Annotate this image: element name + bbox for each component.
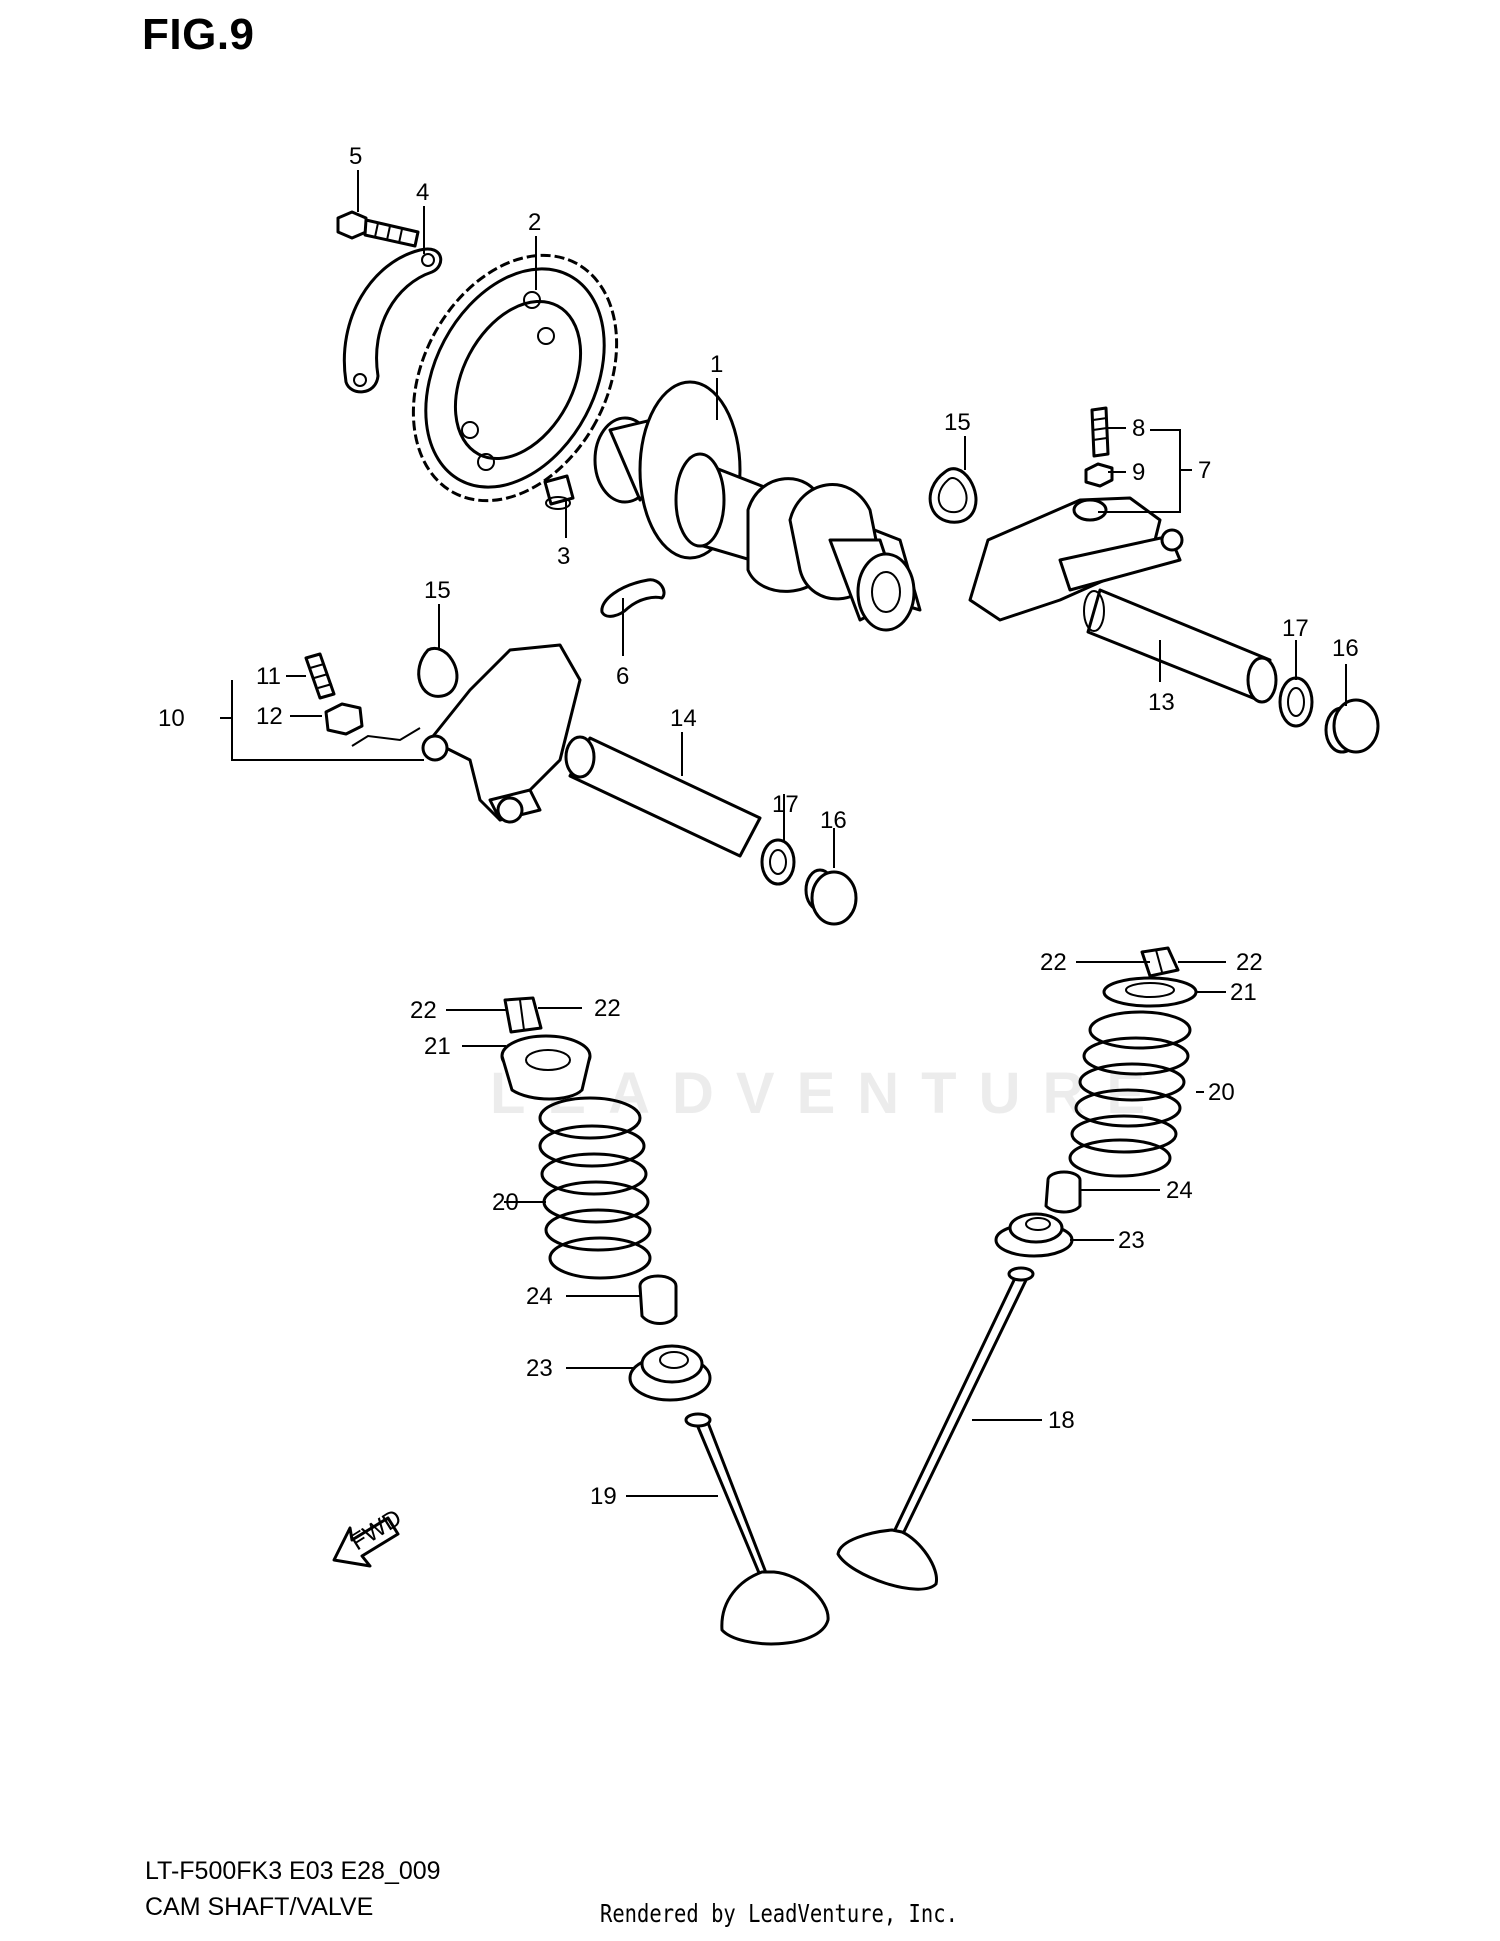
callout-20-left: 20: [492, 1189, 519, 1216]
part-3-pin[interactable]: [543, 474, 575, 510]
part-24-seal-left[interactable]: [638, 1274, 678, 1325]
footer-credit: Rendered by LeadVenture, Inc.: [600, 1899, 958, 1928]
callout-13: 13: [1148, 689, 1175, 716]
part-11-adjust-screw[interactable]: [304, 652, 336, 700]
part-21-retainer-right[interactable]: [1102, 976, 1198, 1008]
callout-numbers: 5 4 2 3 1 6 15 8 9 7 13 17 16 15 11 12 1…: [158, 143, 1359, 1510]
part-24-seal-right[interactable]: [1044, 1170, 1082, 1214]
callout-23-left: 23: [526, 1355, 553, 1382]
fwd-arrow-icon: [332, 1516, 400, 1568]
callout-22-c: 22: [1040, 949, 1067, 976]
figure-title: FIG.9: [142, 10, 255, 59]
part-22-cotter-right[interactable]: [1140, 946, 1180, 978]
part-15-oring-left[interactable]: [417, 646, 459, 698]
leader-lines: [220, 170, 1347, 1497]
callout-17-right: 17: [1282, 615, 1309, 642]
callout-22-a: 22: [410, 997, 437, 1024]
callout-22-b: 22: [594, 995, 621, 1022]
callout-10: 10: [158, 705, 185, 732]
part-17-seal-right[interactable]: [1278, 676, 1314, 728]
callout-24-right: 24: [1166, 1177, 1193, 1204]
callout-7: 7: [1198, 457, 1211, 484]
part-2-sprocket[interactable]: [373, 220, 658, 536]
part-1-camshaft[interactable]: [593, 380, 922, 632]
callout-12: 12: [256, 703, 283, 730]
callout-8: 8: [1132, 415, 1145, 442]
callout-15-left: 15: [424, 577, 451, 604]
callout-24-left: 24: [526, 1283, 553, 1310]
callout-21-left: 21: [424, 1033, 451, 1060]
callout-9: 9: [1132, 459, 1145, 486]
callout-16-left: 16: [820, 807, 847, 834]
callout-3: 3: [557, 543, 570, 570]
part-10-rocker-arm-left[interactable]: [421, 643, 582, 824]
callout-19: 19: [590, 1483, 617, 1510]
part-5-bolt[interactable]: [336, 210, 420, 248]
part-18-valve[interactable]: [836, 1266, 1035, 1591]
callout-5: 5: [349, 143, 362, 170]
callout-14: 14: [670, 705, 697, 732]
callout-11: 11: [256, 663, 281, 690]
part-8-adjust-screw[interactable]: [1090, 406, 1110, 458]
callout-17-left: 17: [772, 791, 799, 818]
footer-section-name: CAM SHAFT/VALVE: [145, 1893, 374, 1921]
part-13-rocker-shaft-right[interactable]: [1083, 588, 1278, 704]
callout-20-right: 20: [1208, 1079, 1235, 1106]
callout-1: 1: [710, 351, 723, 378]
callout-22-d: 22: [1236, 949, 1263, 976]
part-20-spring-left[interactable]: [538, 1096, 652, 1280]
part-22-cotter-left[interactable]: [503, 996, 543, 1034]
part-15-oring-right[interactable]: [928, 467, 978, 524]
part-23-seat-right[interactable]: [994, 1212, 1074, 1258]
part-4-plate[interactable]: [342, 247, 443, 394]
part-20-spring-right[interactable]: [1068, 1010, 1192, 1178]
callout-6: 6: [616, 663, 629, 690]
footer-model-code: LT-F500FK3 E03 E28_009: [145, 1857, 441, 1885]
part-14-rocker-shaft-left[interactable]: [564, 735, 762, 858]
part-17-seal-left[interactable]: [760, 838, 796, 886]
callout-21-right: 21: [1230, 979, 1257, 1006]
part-7-rocker-arm-right[interactable]: [968, 496, 1184, 622]
part-23-seat-left[interactable]: [628, 1344, 712, 1402]
part-9-locknut[interactable]: [1084, 462, 1114, 488]
part-19-valve[interactable]: [684, 1412, 830, 1646]
part-6-clip[interactable]: [600, 578, 666, 618]
callout-15-right: 15: [944, 409, 971, 436]
callout-23-right: 23: [1118, 1227, 1145, 1254]
part-16-plug-right[interactable]: [1324, 698, 1380, 754]
part-16-plug-left[interactable]: [804, 868, 858, 926]
callout-2: 2: [528, 209, 541, 236]
watermark-text: LEADVENTURE: [490, 1061, 1168, 1126]
callout-18: 18: [1048, 1407, 1075, 1434]
part-12-locknut[interactable]: [324, 702, 364, 736]
callout-4: 4: [416, 179, 429, 206]
callout-16-right: 16: [1332, 635, 1359, 662]
part-21-retainer-left[interactable]: [500, 1034, 592, 1101]
